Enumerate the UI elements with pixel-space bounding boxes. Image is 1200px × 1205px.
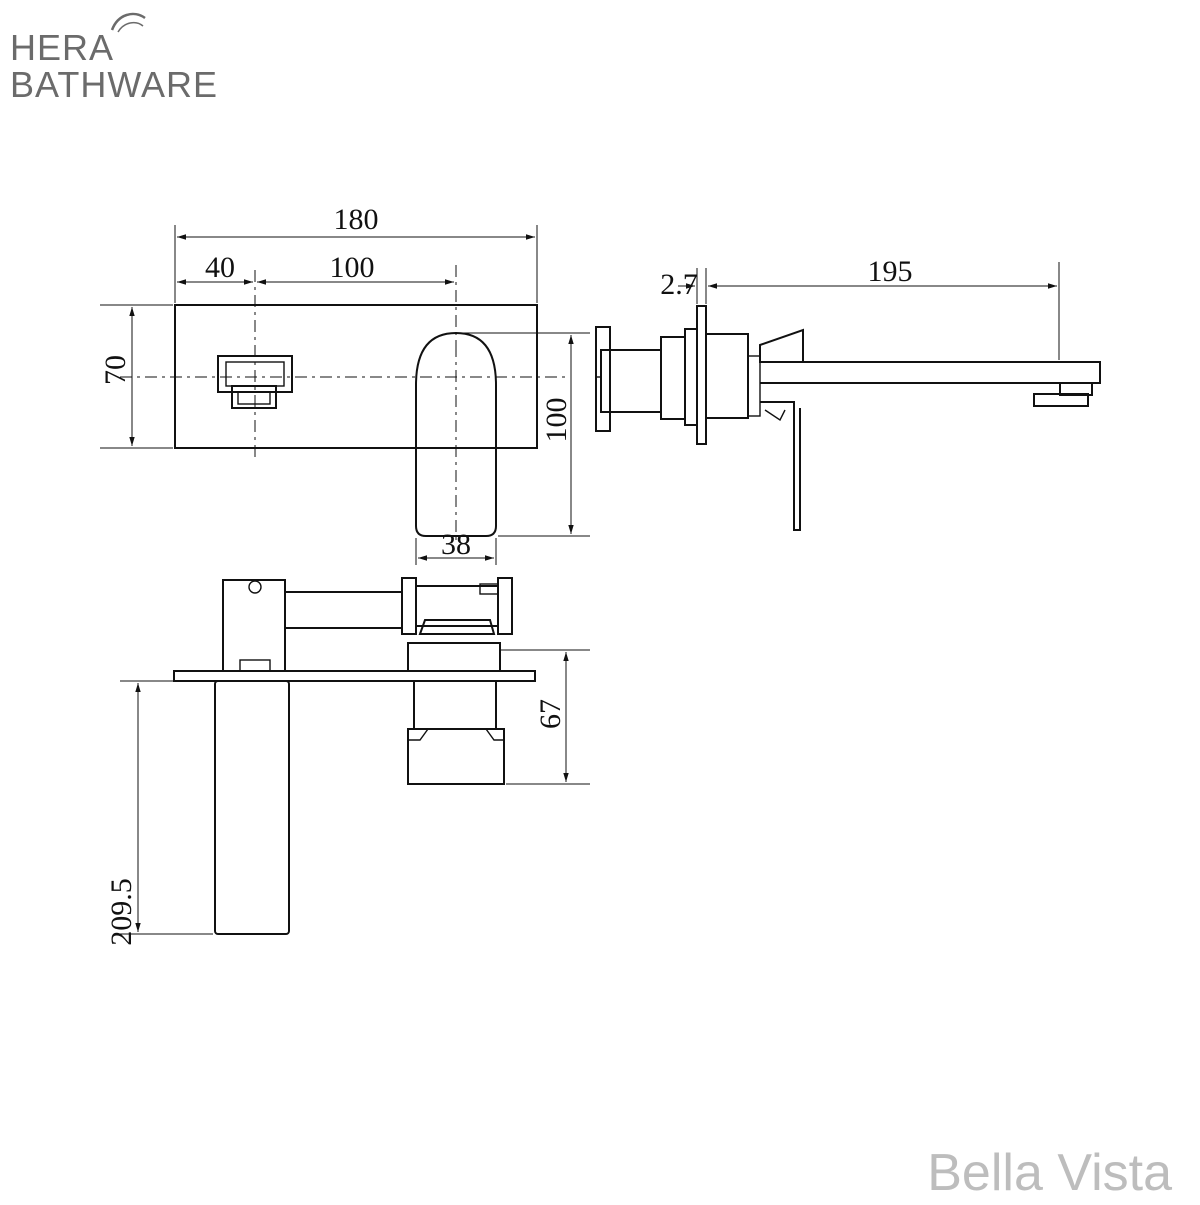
- leaf-swirl-icon: [110, 12, 146, 31]
- dim-lever-width-label: 38: [441, 528, 471, 561]
- brand-logo: HERA BATHWARE: [10, 12, 218, 105]
- side-view: [595, 305, 1101, 531]
- dim-lever-height-label: 100: [540, 398, 573, 443]
- dim-spout-length-label: 209.5: [105, 878, 138, 946]
- top-view-dimensions: 67 209.5: [105, 649, 590, 946]
- side-view-dimensions: 2.7 195: [660, 255, 1060, 360]
- dim-plate-thickness-label: 2.7: [660, 268, 698, 301]
- watermark-text: Bella Vista: [927, 1144, 1172, 1200]
- dim-overall-width-label: 180: [334, 203, 379, 236]
- dim-handle-offset-label: 40: [205, 251, 235, 284]
- brand-line-1: HERA: [10, 27, 114, 68]
- dim-spout-reach-label: 195: [868, 255, 913, 288]
- front-view-dimensions: 180 40 100 70 100 38: [99, 203, 590, 565]
- dim-plate-height-label: 70: [99, 355, 132, 385]
- front-view: [120, 265, 570, 545]
- dim-centre-spacing-label: 100: [330, 251, 375, 284]
- top-view: [173, 577, 536, 935]
- dim-body-depth-label: 67: [534, 699, 567, 729]
- brand-line-2: BATHWARE: [10, 64, 218, 105]
